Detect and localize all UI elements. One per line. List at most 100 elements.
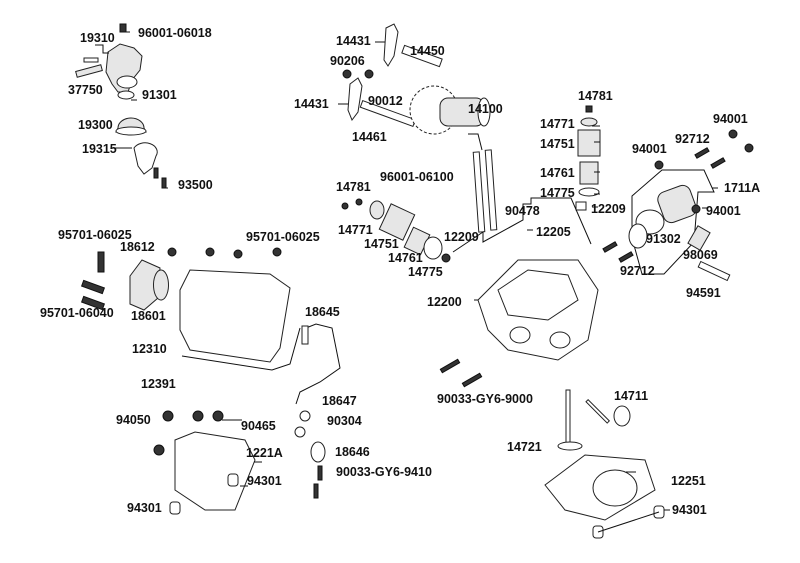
exhaust-valve-stem [565,389,571,447]
label-14461: 14461 [352,130,387,144]
label-12251: 12251 [671,474,706,488]
label-1221A: 1221A [246,446,283,460]
label-12200: 12200 [427,295,462,309]
label-19315: 19315 [82,142,117,156]
label-14775-right: 14775 [540,186,575,200]
thermostat-cover [133,142,158,175]
cylinder-head [452,197,599,361]
label-14450: 14450 [410,44,445,58]
inner-spring [579,161,599,185]
dowel-pin [169,501,181,515]
label-12391: 12391 [141,377,176,391]
reed-valve [153,269,169,301]
label-12209-right: 12209 [591,202,626,216]
label-94301-c: 94301 [672,503,707,517]
pipe-gasket-small [310,441,326,463]
rocker-shaft [401,44,443,68]
label-18646: 18646 [335,445,370,459]
label-12310: 12310 [132,342,167,356]
label-14775-left: 14775 [408,265,443,279]
label-18601: 18601 [131,309,166,323]
nut [342,69,352,79]
label-94301-b: 94301 [127,501,162,515]
head-cover-assembly [80,247,341,405]
label-94001-left: 94001 [632,142,667,156]
label-94001-right: 94001 [706,204,741,218]
cover-gasket [181,327,301,371]
intake-valve-stem [585,398,611,424]
bolt-head [119,23,127,33]
label-98069: 98069 [683,248,718,262]
label-12209-left: 12209 [444,230,479,244]
label-90012: 90012 [368,94,403,108]
label-14781-right: 14781 [578,89,613,103]
screw [153,167,159,179]
temperature-sensor [75,64,103,78]
thermostat-assembly [75,23,167,189]
label-18647: 18647 [322,394,357,408]
label-14751-left: 14751 [364,237,399,251]
chain-guide [697,260,731,282]
label-95701-06040: 95701-06040 [40,306,114,320]
label-94301-a: 94301 [247,474,282,488]
spark-plug [687,225,711,251]
label-92712-lower: 92712 [620,264,655,278]
valves-gasket [439,358,665,539]
rocker-arm-lower [347,77,363,122]
label-93500: 93500 [178,178,213,192]
valve-springs-right [575,105,601,211]
label-95701-06025-left: 95701-06025 [58,228,132,242]
label-14771-left: 14771 [338,223,373,237]
label-19300: 19300 [78,118,113,132]
intake-manifold-assembly [602,129,754,282]
o-ring [117,90,135,100]
rocker-arm-upper [383,23,399,67]
label-90465: 90465 [241,419,276,433]
sensor-tip [83,57,99,63]
screw [161,177,167,189]
label-96001-06100: 96001-06100 [380,170,454,184]
label-90304: 90304 [327,414,362,428]
label-92712-upper: 92712 [675,132,710,146]
label-12205: 12205 [536,225,571,239]
label-14711: 14711 [614,389,649,403]
stud-bolt [472,151,486,233]
valve-springs-left [341,198,451,263]
label-90033-GY6-9000: 90033-GY6-9000 [437,392,533,406]
label-94050: 94050 [116,413,151,427]
nut [364,69,374,79]
leader-lines [112,31,718,511]
label-14751-right: 14751 [540,137,575,151]
manifold-o-ring [628,223,648,249]
label-90206: 90206 [330,54,365,68]
intake-valve-head [613,405,631,427]
label-37750: 37750 [68,83,103,97]
exhaust-valve-head [557,441,583,451]
label-14100: 14100 [468,102,503,116]
label-18645: 18645 [305,305,340,319]
dowel-pin [227,473,239,487]
label-14431-upper: 14431 [336,34,371,48]
rocker-camshaft-assembly [342,23,498,233]
label-14771-right: 14771 [540,117,575,131]
label-1711A: 1711A [724,181,761,195]
label-90478: 90478 [505,204,540,218]
stud-bolt [484,149,498,231]
label-14781-left: 14781 [336,180,371,194]
cam-holder-assembly [153,410,326,515]
label-14431-lower: 14431 [294,97,329,111]
label-14761-left: 14761 [388,251,423,265]
label-19310: 19310 [80,31,115,45]
head-cover [179,269,291,363]
manifold-body [657,184,697,224]
housing-outlet [116,75,138,89]
label-95701-06025-right: 95701-06025 [246,230,320,244]
air-pipe [295,323,341,405]
label-18612: 18612 [120,240,155,254]
outer-spring-left [378,203,416,241]
label-91302: 91302 [646,232,681,246]
label-14721: 14721 [507,440,542,454]
label-94591: 94591 [686,286,721,300]
label-91301: 91301 [142,88,177,102]
